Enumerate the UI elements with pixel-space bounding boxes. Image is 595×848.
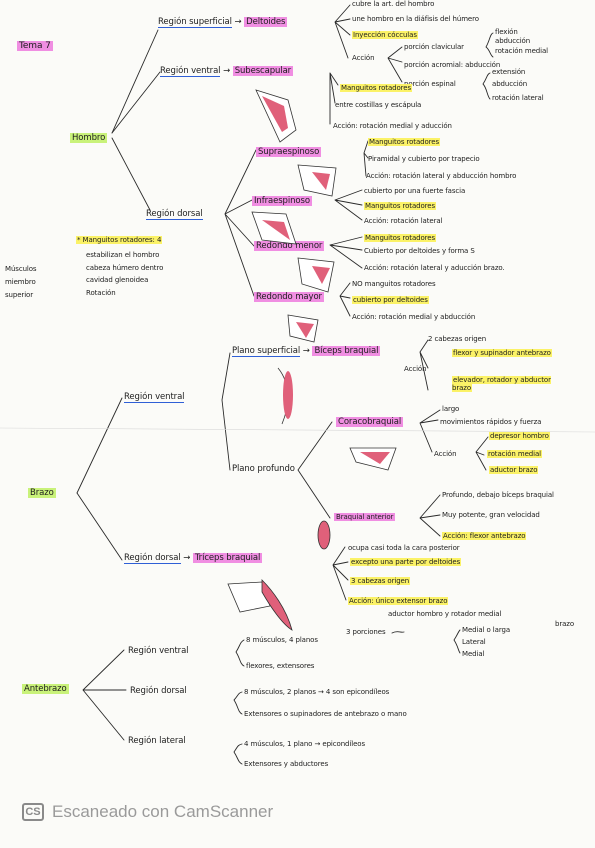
muscle-deltoides: Deltoides: [244, 17, 288, 27]
brazo-region-ventral: Región ventral: [124, 392, 185, 403]
sketch-braquial: [317, 520, 331, 550]
arrow-icon: →: [183, 553, 191, 563]
arrow-icon: →: [223, 66, 231, 76]
camscanner-logo: CS: [22, 803, 44, 821]
line-hombro-superficial: [111, 29, 159, 134]
sketch-redondo-mayor: [287, 314, 319, 343]
arrow-icon: →: [302, 346, 310, 356]
deltoides-note-2: une hombro en la diáfisis del húmero: [352, 15, 479, 23]
muscle-braquial-anterior: Braquial anterior: [334, 513, 396, 521]
sketch-redondo-menor: [297, 257, 335, 293]
muscle-infraespinoso: Infraespinoso: [252, 196, 312, 206]
antebrazo-region-ventral: Región ventral: [128, 646, 189, 656]
plano-profundo: Plano profundo: [232, 464, 295, 474]
deltoides-accion: Acción: [352, 54, 375, 62]
side-note-3: superior: [5, 291, 34, 299]
camscanner-watermark: CS Escaneado con CamScanner: [22, 801, 273, 823]
brazo-region-dorsal: Región dorsal: [124, 553, 181, 564]
muscle-redondo-mayor: Redondo mayor: [254, 292, 324, 302]
hombro-region-ventral: Región ventral: [160, 66, 221, 77]
line-brazo-dorsal: [76, 492, 123, 561]
sketch-subescapular: [255, 89, 297, 143]
side-note-1: Músculos: [5, 265, 37, 273]
deltoides-action-3: porción espinal: [404, 80, 456, 88]
line-hombro-dorsal: [111, 137, 151, 211]
sketch-infraespinoso: [251, 211, 297, 245]
hombro-region-dorsal: Región dorsal: [146, 209, 203, 220]
deltoides-action-1: porción clavicular: [404, 43, 464, 51]
brazo-title: Brazo: [28, 488, 56, 498]
sketch-triceps: [227, 579, 293, 631]
line-hombro-ventral: [111, 71, 161, 134]
deltoides-note-3: Inyección cócculas: [352, 31, 418, 39]
muscle-coracobraquial: Coracobraquial: [336, 417, 404, 427]
muscle-triceps: Tríceps braquial: [192, 553, 263, 563]
muscle-biceps: Bíceps braquial: [312, 346, 381, 356]
antebrazo-region-dorsal: Región dorsal: [130, 686, 187, 696]
sketch-coracobraquial: [349, 447, 397, 471]
line-brazo-ventral: [76, 397, 123, 494]
side-note-2: miembro: [5, 278, 36, 286]
arrow-icon: →: [234, 17, 242, 27]
camscanner-text: Escaneado con CamScanner: [52, 802, 274, 821]
subescapular-note-2: entre costillas y escápula: [335, 101, 422, 109]
plano-superficial: Plano superficial: [232, 346, 301, 357]
muscle-redondo-menor: Redondo menor: [254, 241, 325, 251]
hombro-title: Hombro: [70, 133, 108, 143]
deltoides-note-1: cubre la art. del hombro: [352, 0, 435, 8]
tema-label: Tema 7: [17, 41, 53, 51]
subescapular-note-1: Manguitos rotadores: [340, 84, 413, 92]
deltoides-action-2: porción acromial: abducción: [404, 61, 501, 69]
subescapular-note-3: Acción: rotación medial y aducción: [333, 122, 452, 130]
sketch-biceps: [277, 367, 293, 425]
muscle-supraespinoso: Supraespinoso: [256, 147, 322, 157]
muscle-subescapular: Subescapular: [232, 66, 294, 76]
manguitos-note-1: * Manguitos rotadores: 4: [76, 236, 163, 244]
antebrazo-title: Antebrazo: [22, 684, 69, 694]
sketch-supraespinoso: [297, 164, 337, 197]
hombro-region-superficial: Región superficial: [158, 17, 232, 28]
antebrazo-region-lateral: Región lateral: [128, 736, 186, 746]
